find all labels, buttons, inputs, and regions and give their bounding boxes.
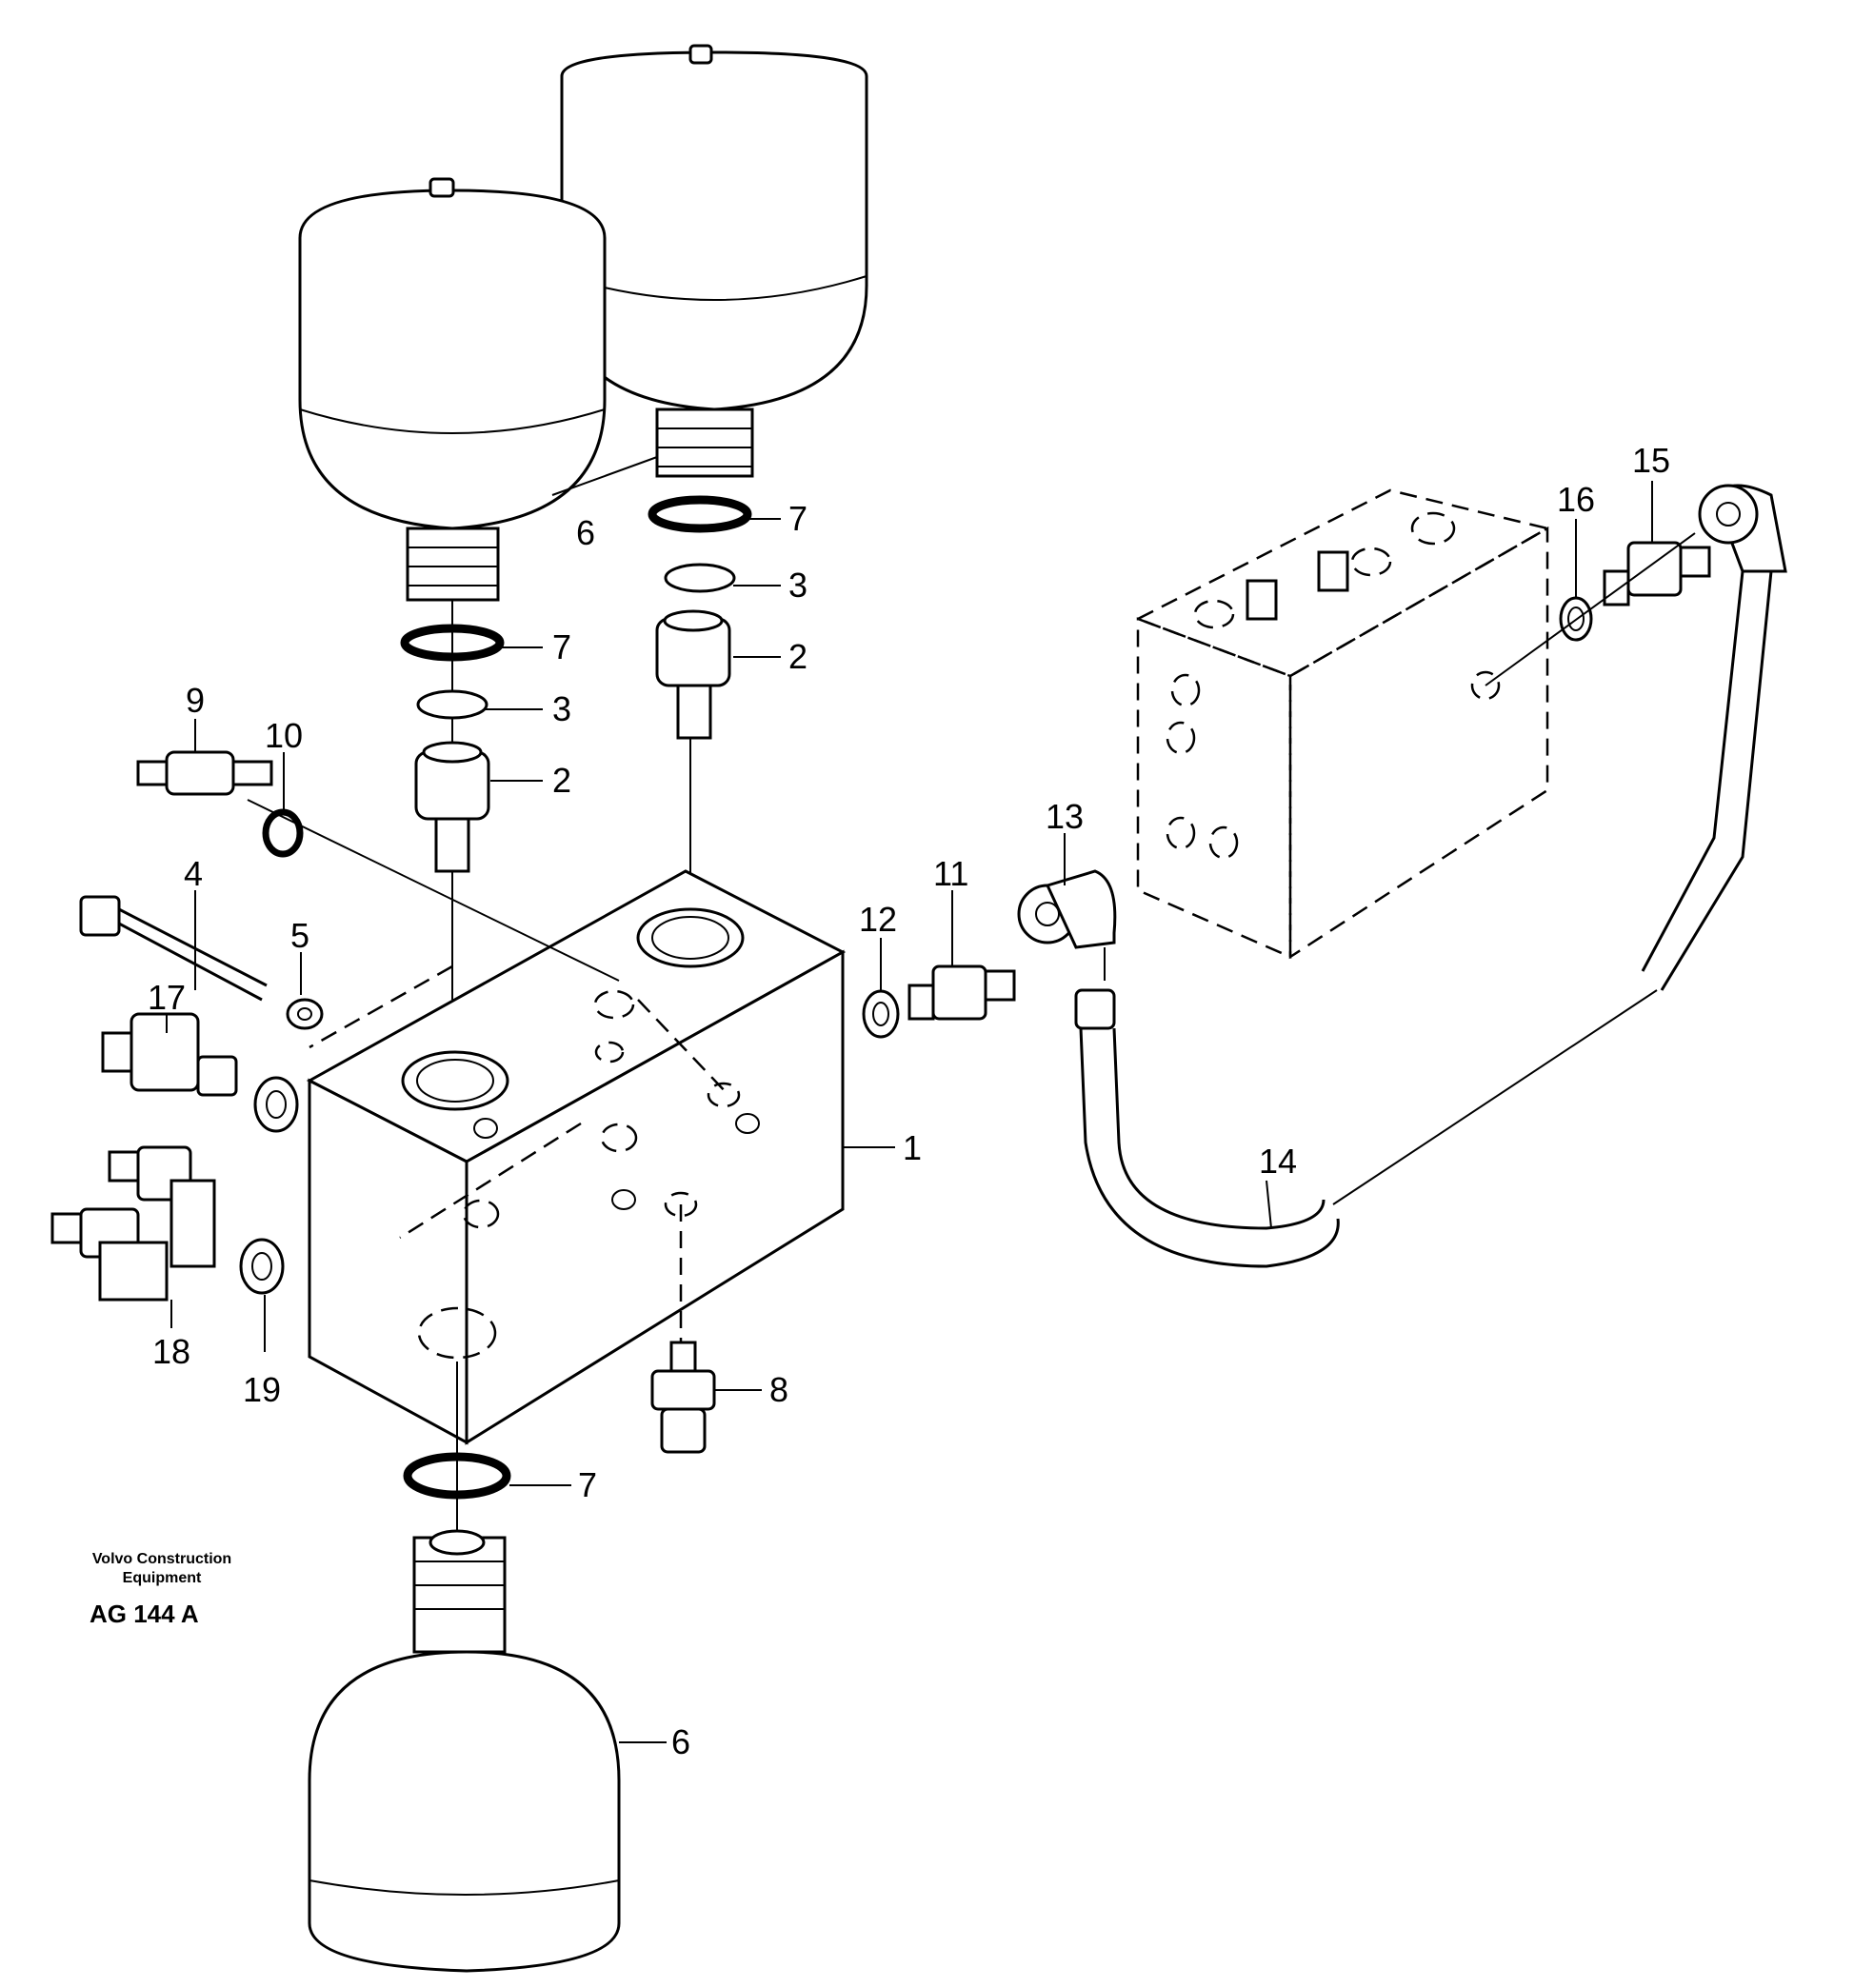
- callout-7: 7: [788, 499, 807, 538]
- callout-6: 6: [576, 513, 595, 552]
- manifold-block: [306, 869, 847, 1445]
- callout-5: 5: [290, 916, 309, 955]
- callout-3: 3: [788, 566, 807, 605]
- callout-12: 12: [859, 900, 897, 939]
- callout-10: 10: [265, 716, 303, 755]
- callout-3: 3: [552, 689, 571, 728]
- callout-14: 14: [1259, 1142, 1297, 1181]
- accumulator-upper-left: [298, 177, 607, 602]
- callout-2: 2: [552, 761, 571, 800]
- callout-19: 19: [243, 1370, 281, 1409]
- callouts: 1 2 2 3 3 4 5 6 6 7 7 7 8 9 10 11 12 13 …: [148, 441, 1670, 1761]
- callout-6: 6: [671, 1722, 690, 1761]
- solenoid-valve-18: [50, 1145, 216, 1302]
- sensor-9: [136, 750, 273, 796]
- elbow-13: [1017, 869, 1117, 949]
- right-seal-stack: [648, 495, 752, 740]
- figure-code: AG 144 A: [90, 1600, 199, 1628]
- connector-15: [1603, 541, 1711, 606]
- valve-block-reference: [1134, 488, 1551, 960]
- elbow-top-right: [1698, 484, 1759, 545]
- connector-11: [907, 964, 1016, 1021]
- plug-fitting-8: [650, 1341, 716, 1454]
- callout-11: 11: [933, 854, 968, 893]
- callout-16: 16: [1557, 480, 1595, 519]
- callout-13: 13: [1046, 797, 1084, 836]
- callout-8: 8: [769, 1370, 788, 1409]
- callout-15: 15: [1632, 441, 1670, 480]
- callout-18: 18: [152, 1332, 190, 1371]
- leader-lines: [166, 456, 1653, 1743]
- callout-4: 4: [184, 854, 203, 893]
- bolt-4: [79, 895, 268, 1002]
- callout-17: 17: [148, 978, 186, 1017]
- accumulator-lower: [308, 1529, 621, 1973]
- publisher-caption: Volvo Construction Equipment: [91, 1551, 232, 1586]
- callout-7: 7: [578, 1465, 597, 1504]
- callout-2: 2: [788, 637, 807, 676]
- callout-1: 1: [903, 1128, 922, 1167]
- callout-9: 9: [186, 681, 205, 720]
- hose-14: [1074, 484, 1787, 1268]
- callout-7: 7: [552, 627, 571, 666]
- accumulator-upper-right: [560, 44, 868, 478]
- left-seal-stack: [400, 624, 505, 873]
- pressure-switch-17: [101, 1012, 238, 1097]
